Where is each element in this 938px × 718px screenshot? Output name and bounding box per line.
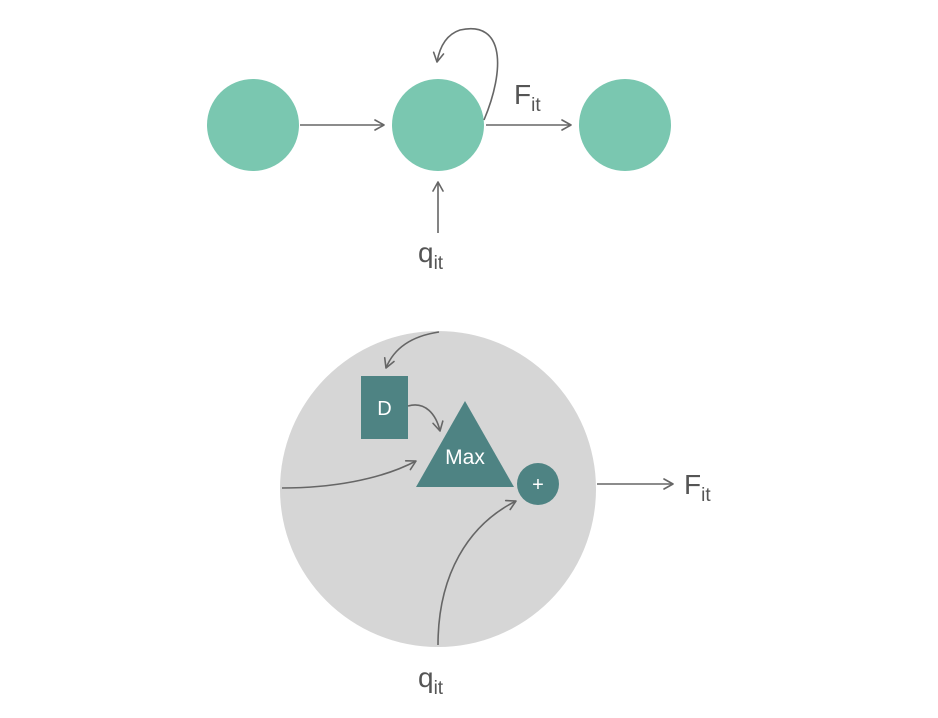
max-block — [416, 401, 514, 487]
node-left — [207, 79, 299, 171]
input-to-sum-arrow — [437, 499, 517, 646]
cell-input-label-sub: it — [434, 678, 444, 699]
feedback-to-delay-arrow — [383, 331, 440, 369]
cell-input-label: qit — [418, 662, 444, 699]
inflow-to-max-arrow — [281, 459, 417, 489]
node-center — [392, 79, 484, 171]
input-label-sub: it — [434, 253, 444, 274]
flow-label-sub: it — [531, 95, 541, 116]
cell-detail: D Max + Fit qit — [280, 331, 711, 699]
delay-block — [361, 376, 408, 439]
sum-node — [517, 463, 559, 505]
input-label: qit — [418, 237, 444, 274]
output-label: Fit — [684, 469, 711, 506]
delay-to-max-arrow — [407, 404, 444, 432]
delay-label: D — [377, 398, 391, 420]
output-label-sub: it — [701, 485, 711, 506]
max-label: Max — [445, 446, 485, 469]
input-label-main: q — [418, 237, 434, 268]
cell-input-label-main: q — [418, 662, 434, 693]
flow-label: Fit — [514, 79, 541, 116]
flow-label-main: F — [514, 79, 531, 110]
output-label-main: F — [684, 469, 701, 500]
cell-body — [280, 331, 596, 647]
self-loop-arrow — [432, 27, 499, 121]
node-right — [579, 79, 671, 171]
sum-label: + — [532, 474, 544, 496]
top-network: Fit qit — [207, 27, 671, 274]
